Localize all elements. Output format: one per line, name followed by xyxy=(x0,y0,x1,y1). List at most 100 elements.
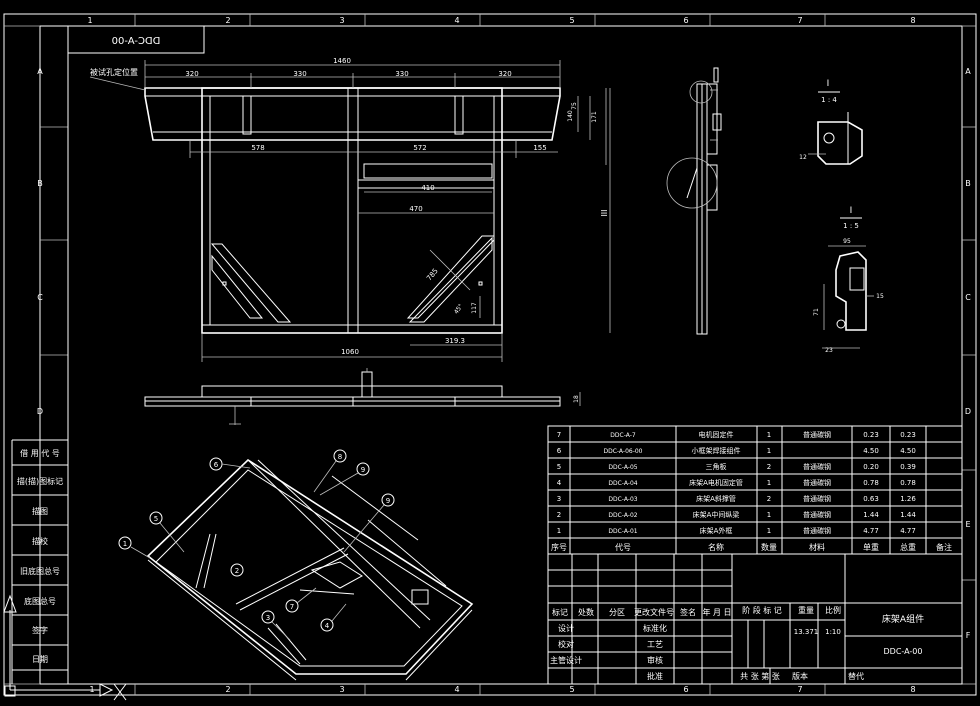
zone-rows: A B C D A B C D E F xyxy=(37,67,976,640)
bom-cell-name: 床架A外框 xyxy=(700,526,733,535)
detail2-dim-95: 95 xyxy=(843,238,851,245)
dim-319: 319.3 xyxy=(445,337,465,345)
ucs-icon xyxy=(3,594,127,701)
bom-cell-no: 4 xyxy=(557,479,562,487)
bom-cell-w1: 4.50 xyxy=(863,447,879,455)
tb-design: 设计 xyxy=(558,623,574,633)
bom-cell-w2: 4.77 xyxy=(900,527,916,535)
zone-col-b6: 6 xyxy=(683,685,688,694)
tb-zone: 分区 xyxy=(609,608,625,617)
detail-i-1-5: I 1 : 5 95 71 15 23 xyxy=(813,206,884,354)
bom-cell-mat: 普通碳钢 xyxy=(803,478,831,487)
tb-replace: 替代 xyxy=(848,671,864,681)
bom-cell-w2: 1.26 xyxy=(900,495,916,503)
note-hole-position: 被试孔定位置 xyxy=(90,67,138,77)
dim-330-left: 330 xyxy=(293,70,306,78)
detail2-scale: 1 : 5 xyxy=(843,222,859,230)
bom-header: 序号 代号 名称 数量 材料 单重 总重 备注 xyxy=(551,542,952,552)
zone-col-8: 8 xyxy=(910,16,915,25)
bom-cell-w2: 1.44 xyxy=(900,511,916,519)
zone-row-rc: C xyxy=(965,293,971,302)
balloon-8: 8 xyxy=(338,453,342,461)
bom-cell-qty: 1 xyxy=(767,511,771,519)
title-block: 标记 处数 分区 更改文件号 签名 年 月 日 阶 段 标 记 重量 比例 13… xyxy=(547,553,963,685)
zone-col-5: 5 xyxy=(569,16,574,25)
dim-side-171: 171 xyxy=(591,111,598,123)
balloon-1: 1 xyxy=(123,540,127,548)
dim-155: 155 xyxy=(533,144,546,152)
bom-cell-name: 床架A中间纵梁 xyxy=(693,510,740,519)
bom-h-total: 总重 xyxy=(900,542,916,552)
balloon-9b: 9 xyxy=(386,497,390,505)
tb-count: 处数 xyxy=(578,607,594,617)
side-view xyxy=(666,67,722,335)
zone-row-d: D xyxy=(37,407,43,416)
dim-side-140: 140 xyxy=(567,110,574,122)
tb-change-doc: 更改文件号 xyxy=(634,607,674,617)
balloon-5: 5 xyxy=(154,515,158,523)
bom-cell-code: DDC-A-04 xyxy=(608,480,637,487)
bom-cell-qty: 1 xyxy=(767,447,771,455)
tb-standard: 标准化 xyxy=(643,623,667,633)
tb-mark: 标记 xyxy=(552,607,568,617)
tb-check: 校对 xyxy=(558,639,574,649)
bom-cell-name: 三角板 xyxy=(706,462,727,471)
zone-col-b8: 8 xyxy=(910,685,915,694)
balloon-4: 4 xyxy=(325,622,330,630)
strip-label-0: 借 用 代 号 xyxy=(20,448,60,458)
bom-h-name: 名称 xyxy=(708,542,724,552)
bom-cell-mat: 普通碳钢 xyxy=(803,526,831,535)
tb-title: 床架A组件 xyxy=(882,613,924,625)
plan-strip-view: 18 xyxy=(144,368,581,425)
zone-col-2: 2 xyxy=(225,16,230,25)
tb-scale-h: 比例 xyxy=(825,605,841,615)
mirrored-drawing-number: DDC-A-00 xyxy=(112,36,161,47)
bom-cell-code: DDC-A-7 xyxy=(610,432,636,439)
bom-cell-w1: 1.44 xyxy=(863,511,879,519)
bom-h-note: 备注 xyxy=(936,542,952,552)
zone-row-rd: D xyxy=(965,407,971,416)
bom-cell-w1: 0.20 xyxy=(863,463,879,471)
zone-col-b3: 3 xyxy=(339,685,344,694)
bom-cell-no: 3 xyxy=(557,495,561,503)
balloons: 1 2 3 4 5 6 7 8 9 9 xyxy=(118,449,395,641)
zone-col-4: 4 xyxy=(454,16,459,25)
bom-cell-code: DDC-A-03 xyxy=(608,496,637,503)
tb-code: DDC-A-00 xyxy=(884,647,923,656)
detail2-dim-15: 15 xyxy=(876,293,884,300)
bom-h-code: 代号 xyxy=(615,542,631,552)
dim-side-iii: III xyxy=(600,209,609,216)
dim-320-left: 320 xyxy=(185,70,198,78)
zone-row-ra: A xyxy=(965,67,971,76)
tb-stage: 阶 段 标 记 xyxy=(742,605,782,615)
dim-117: 117 xyxy=(471,302,478,314)
detail1-label: I xyxy=(827,79,830,89)
bom-cell-code: DDC-A-06-00 xyxy=(603,448,642,455)
zone-col-b7: 7 xyxy=(797,685,802,694)
dim-1060: 1060 xyxy=(341,348,359,356)
mirrored-number-box: DDC-A-00 xyxy=(67,25,205,54)
bom-cell-mat: 普通碳钢 xyxy=(803,494,831,503)
balloon-9a: 9 xyxy=(361,466,365,474)
zone-col-7: 7 xyxy=(797,16,802,25)
zone-col-b4: 4 xyxy=(454,685,459,694)
bom-cell-w2: 4.50 xyxy=(900,447,916,455)
balloon-2: 2 xyxy=(235,567,239,575)
dim-578: 578 xyxy=(251,144,264,152)
bom-cell-no: 1 xyxy=(557,527,561,535)
strip-label-7: 日期 xyxy=(32,655,48,664)
zone-col-6: 6 xyxy=(683,16,688,25)
isometric-view xyxy=(146,458,474,681)
drawing-frame xyxy=(3,13,977,696)
zone-row-b: B xyxy=(37,179,43,188)
front-dimensions: 1460 320 330 330 320 被试孔定位置 578 572 155 … xyxy=(89,57,611,362)
zone-col-3: 3 xyxy=(339,16,344,25)
tb-sheets: 共 张 第 张 xyxy=(740,671,780,681)
dim-470: 470 xyxy=(409,205,422,213)
bom-cell-no: 2 xyxy=(557,511,561,519)
tb-scale-v: 1:10 xyxy=(825,628,841,636)
bom-cell-name: 床架A电机固定管 xyxy=(689,478,743,487)
zone-col-b2: 2 xyxy=(225,685,230,694)
tb-weight-v: 13.371 xyxy=(794,628,819,636)
